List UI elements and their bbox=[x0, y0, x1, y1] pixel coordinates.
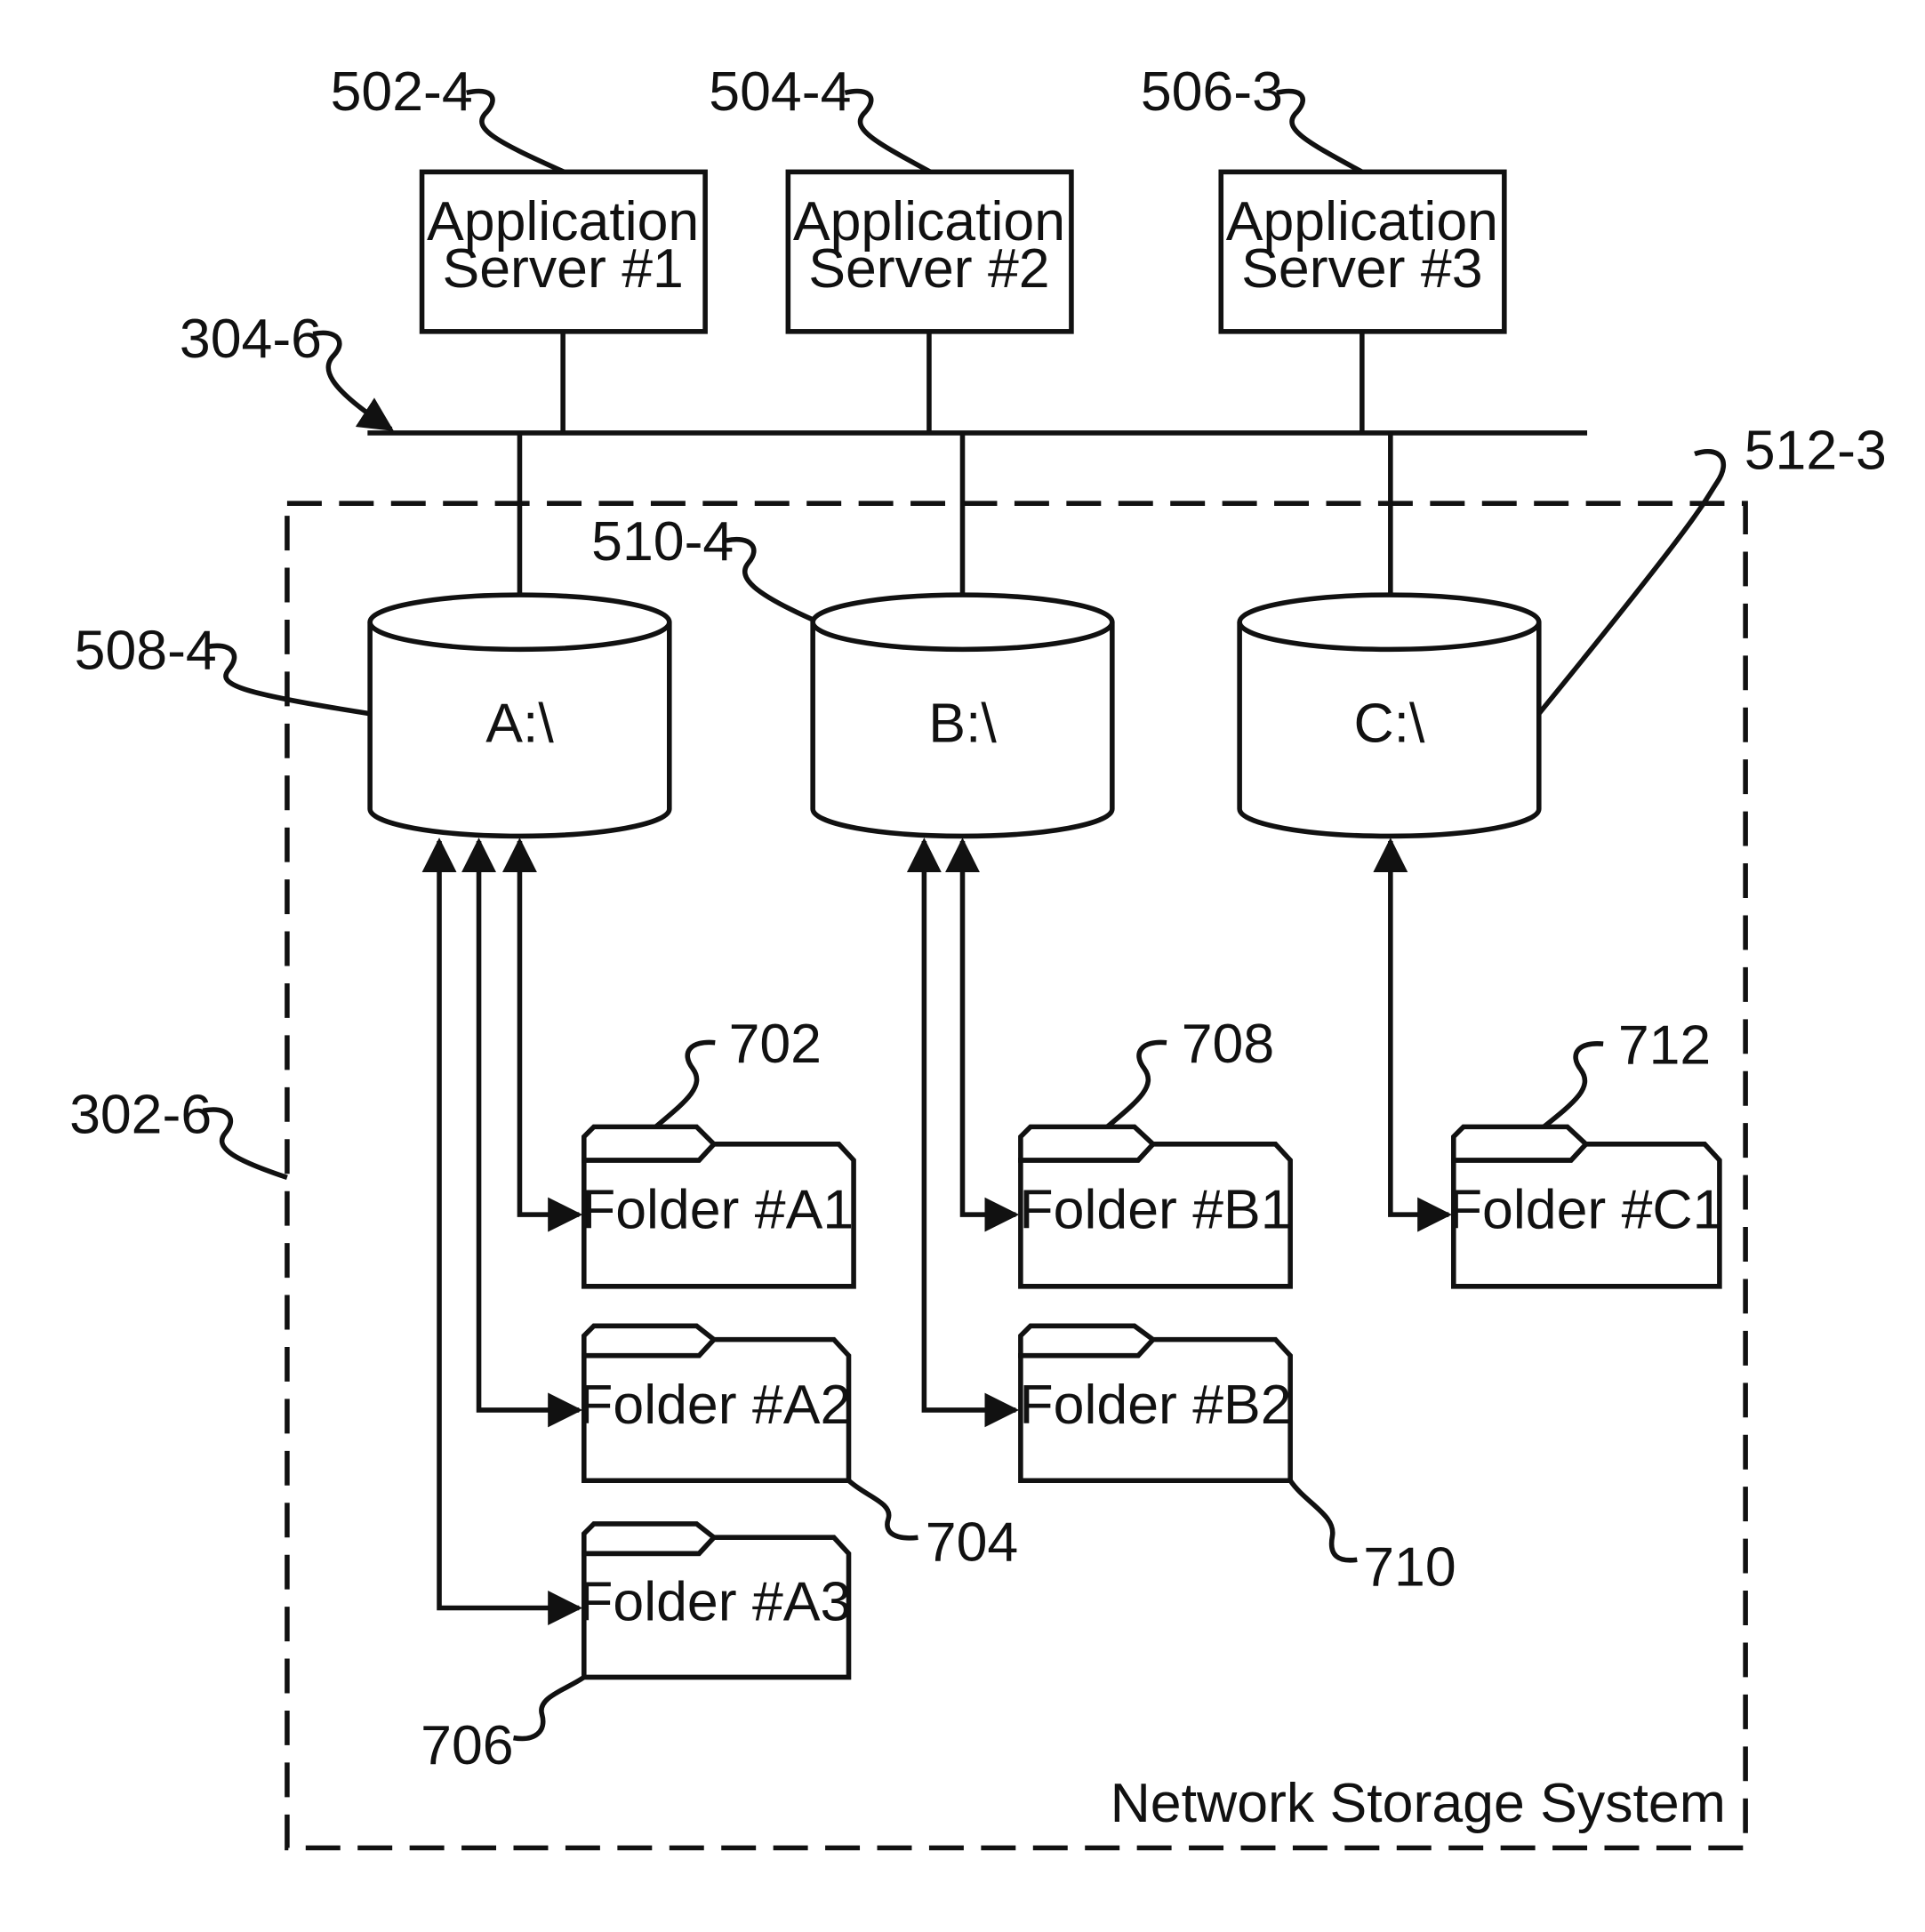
folder-b2-leader bbox=[1290, 1480, 1357, 1560]
folder-c1-label: Folder #C1 bbox=[1448, 1178, 1724, 1240]
server-3-leader bbox=[1277, 92, 1362, 172]
application-server-3: Application Server #3 bbox=[1221, 172, 1504, 331]
folder-a2-ref: 704 bbox=[926, 1511, 1018, 1574]
folder-c1-ref: 712 bbox=[1618, 1014, 1711, 1076]
drive-c-ref: 512-3 bbox=[1745, 419, 1887, 481]
arrow-a-to-a2 bbox=[479, 841, 580, 1410]
drive-b-label: B:\ bbox=[928, 693, 997, 755]
folder-b1: Folder #B1 bbox=[1019, 1126, 1291, 1286]
folder-b1-leader bbox=[1107, 1042, 1167, 1126]
drive-c-label: C:\ bbox=[1353, 693, 1425, 755]
folder-a2-label: Folder #A2 bbox=[579, 1374, 851, 1436]
server-1-ref: 502-4 bbox=[331, 60, 473, 123]
network-ref: 304-6 bbox=[180, 308, 322, 370]
server-1-line2: Server #1 bbox=[442, 237, 683, 300]
folder-a1-label: Folder #A1 bbox=[582, 1178, 854, 1240]
folder-a3-leader bbox=[514, 1677, 584, 1738]
folder-a1-ref: 702 bbox=[729, 1013, 822, 1075]
arrow-b-to-b2 bbox=[924, 841, 1015, 1410]
drive-b-ref: 510-4 bbox=[591, 510, 734, 573]
server-2-line2: Server #2 bbox=[808, 237, 1049, 300]
folder-c1-leader bbox=[1544, 1044, 1603, 1127]
application-server-1: Application Server #1 bbox=[422, 172, 706, 331]
drive-a-label: A:\ bbox=[485, 693, 554, 755]
folder-b1-label: Folder #B1 bbox=[1019, 1178, 1291, 1240]
drive-c-cylinder: C:\ bbox=[1239, 595, 1539, 836]
folder-a3-ref: 706 bbox=[421, 1714, 513, 1776]
server-2-leader bbox=[845, 92, 930, 172]
drive-b-cylinder: B:\ bbox=[813, 595, 1112, 836]
arrow-b-to-b1 bbox=[963, 841, 1016, 1215]
server-3-ref: 506-3 bbox=[1141, 60, 1283, 123]
storage-leader bbox=[203, 1110, 287, 1177]
network-leader bbox=[313, 333, 391, 429]
folder-a2-leader bbox=[849, 1480, 918, 1538]
folder-b1-ref: 708 bbox=[1182, 1013, 1274, 1075]
folder-a3-label: Folder #A3 bbox=[579, 1570, 851, 1632]
folder-a2: Folder #A2 bbox=[579, 1326, 851, 1480]
folder-b2-ref: 710 bbox=[1363, 1535, 1456, 1598]
drive-a-cylinder: A:\ bbox=[370, 595, 670, 836]
storage-system-label: Network Storage System bbox=[1111, 1772, 1726, 1834]
drive-a-ref: 508-4 bbox=[75, 620, 217, 682]
arrow-c-to-c1 bbox=[1391, 841, 1448, 1215]
arrow-a-to-a3 bbox=[439, 841, 579, 1608]
folder-b2: Folder #B2 bbox=[1019, 1326, 1291, 1480]
application-server-2: Application Server #2 bbox=[788, 172, 1071, 331]
folder-a1-leader bbox=[655, 1042, 715, 1126]
drive-c-leader bbox=[1539, 452, 1724, 714]
drive-b-leader bbox=[726, 540, 813, 620]
folder-a1: Folder #A1 bbox=[582, 1126, 854, 1286]
server-1-leader bbox=[467, 92, 565, 172]
folder-b2-label: Folder #B2 bbox=[1019, 1374, 1291, 1436]
server-2-ref: 504-4 bbox=[709, 60, 851, 123]
folder-a3: Folder #A3 bbox=[579, 1524, 851, 1678]
storage-ref: 302-6 bbox=[69, 1083, 212, 1145]
folder-c1: Folder #C1 bbox=[1448, 1126, 1724, 1286]
server-3-line2: Server #3 bbox=[1241, 237, 1482, 300]
arrow-a-to-a1 bbox=[519, 841, 579, 1215]
